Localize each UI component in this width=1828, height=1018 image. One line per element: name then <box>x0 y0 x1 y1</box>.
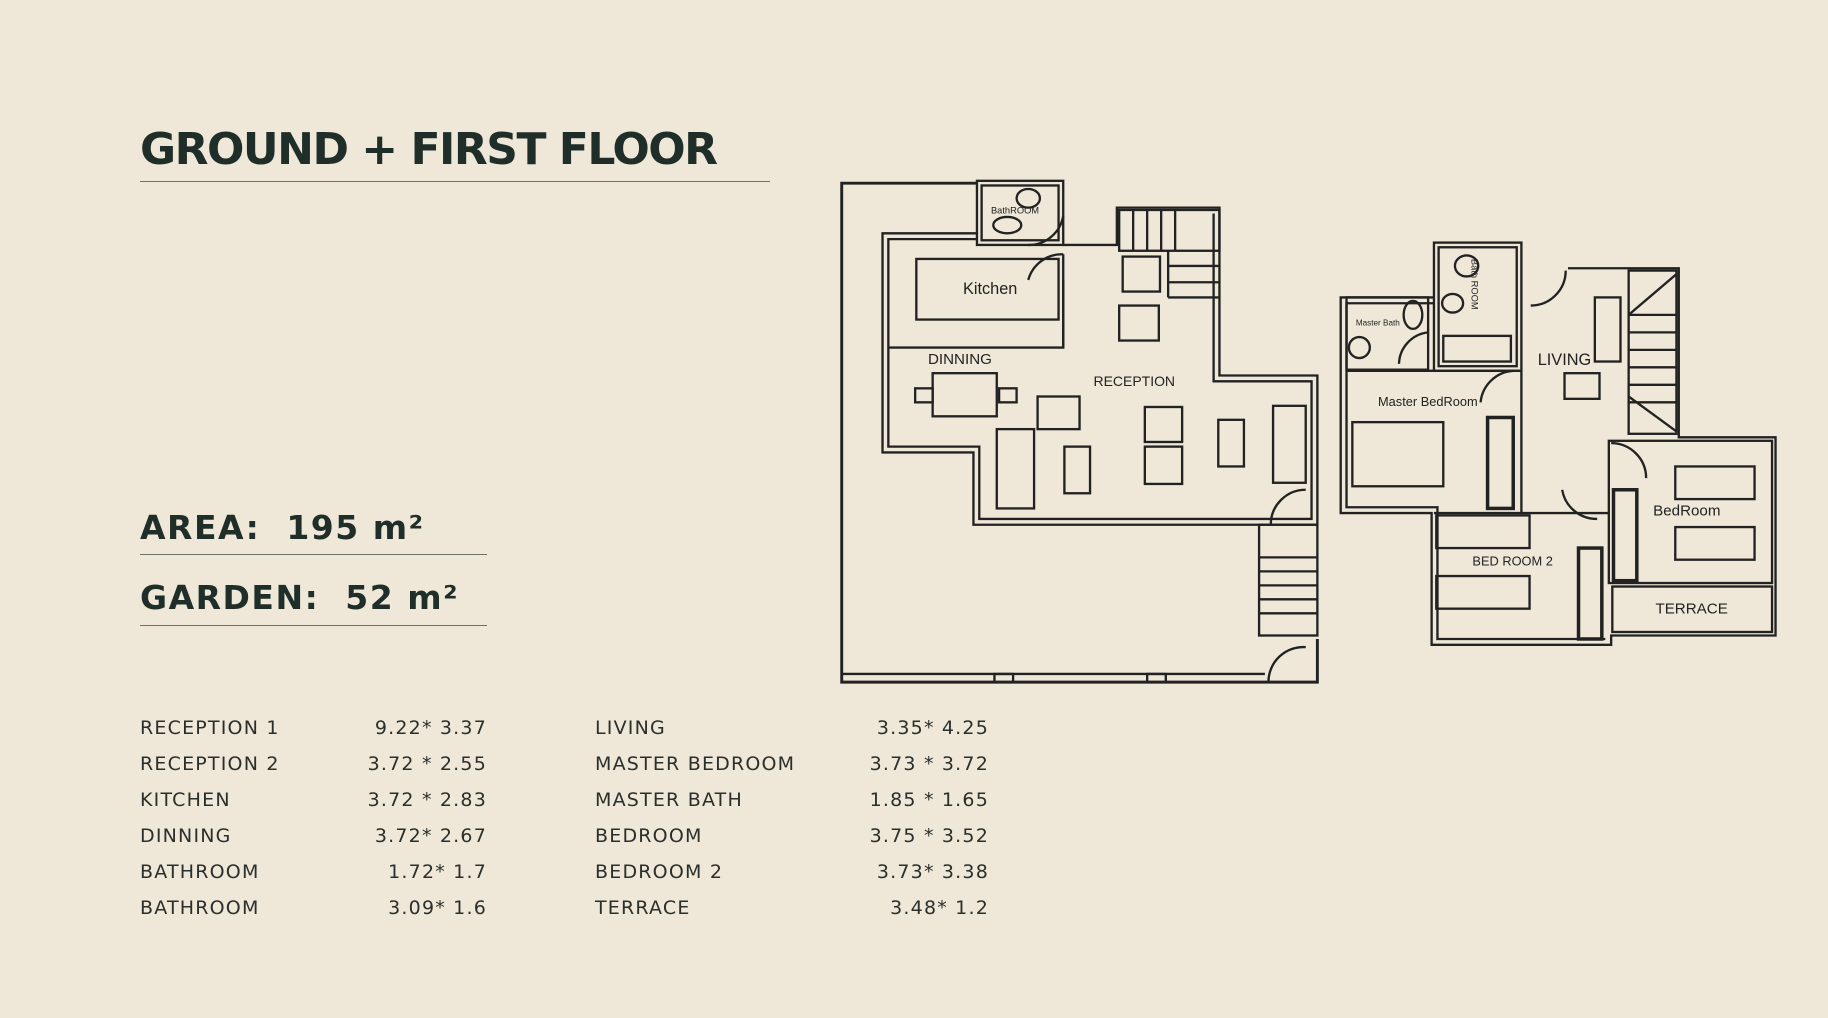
plan-label-bed-room-2: BED ROOM 2 <box>1472 554 1552 569</box>
room-name: MASTER BATH <box>595 789 743 811</box>
plan-label-master-bedroom: Master BedRoom <box>1378 394 1478 409</box>
area-value: 195 m² <box>286 508 425 547</box>
room-name: TERRACE <box>595 897 691 919</box>
kitchen-counter <box>915 257 1060 321</box>
plan-label-master-bath: Master Bath <box>1356 318 1400 327</box>
plan-label-bedroom: BedRoom <box>1653 502 1720 519</box>
plan-label-dinning: DINNING <box>928 351 992 368</box>
stairs-first <box>1627 269 1678 435</box>
plan-label-living: LIVING <box>1538 351 1592 369</box>
room-name: RECEPTION 1 <box>140 717 280 739</box>
room-name: RECEPTION 2 <box>140 753 280 775</box>
room-size: 1.85 * 1.65 <box>869 789 989 811</box>
garden-underline <box>140 625 487 626</box>
wardrobes <box>1485 415 1639 641</box>
room-size: 3.35* 4.25 <box>876 717 989 739</box>
garden-summary: GARDEN: 52 m² <box>140 578 459 617</box>
furniture-ground <box>914 255 1307 684</box>
plan-label-reception: RECEPTION <box>1094 373 1176 389</box>
plan-label-terrace: TERRACE <box>1655 600 1727 617</box>
area-label: AREA: <box>140 508 261 547</box>
room-size: 3.72* 2.67 <box>374 825 487 847</box>
ground-floor-plan <box>840 179 1319 684</box>
room-name: MASTER BEDROOM <box>595 753 796 775</box>
garden-label: GARDEN: <box>140 578 320 617</box>
room-name: BATHROOM <box>140 897 260 919</box>
room-name: BATHROOM <box>140 861 260 883</box>
room-size: 3.48* 1.2 <box>890 897 989 919</box>
title-underline <box>140 181 770 182</box>
plan-label-bath-room: Bath ROOM <box>1469 259 1479 310</box>
room-name: BEDROOM <box>595 825 703 847</box>
room-size: 3.73 * 3.72 <box>869 753 989 775</box>
first-floor-plan <box>1339 241 1777 646</box>
room-size: 3.72 * 2.55 <box>367 753 487 775</box>
room-name: LIVING <box>595 717 666 739</box>
room-size: 3.75 * 3.52 <box>869 825 989 847</box>
page-title: GROUND + FIRST FLOOR <box>140 124 718 175</box>
area-underline <box>140 554 487 555</box>
room-name: KITCHEN <box>140 789 231 811</box>
area-summary: AREA: 195 m² <box>140 508 425 547</box>
room-name: BEDROOM 2 <box>595 861 724 883</box>
plan-label-kitchen: Kitchen <box>963 280 1017 298</box>
room-size: 3.72 * 2.83 <box>367 789 487 811</box>
room-size: 3.73* 3.38 <box>876 861 989 883</box>
room-size: 9.22* 3.37 <box>374 717 487 739</box>
garden-value: 52 m² <box>345 578 460 617</box>
stairs-exterior <box>1257 523 1319 637</box>
room-size: 3.09* 1.6 <box>388 897 487 919</box>
plan-label-bathroom: BathROOM <box>991 205 1039 215</box>
room-size: 1.72* 1.7 <box>388 861 487 883</box>
room-name: DINNING <box>140 825 232 847</box>
stairs-ground <box>1118 208 1221 299</box>
